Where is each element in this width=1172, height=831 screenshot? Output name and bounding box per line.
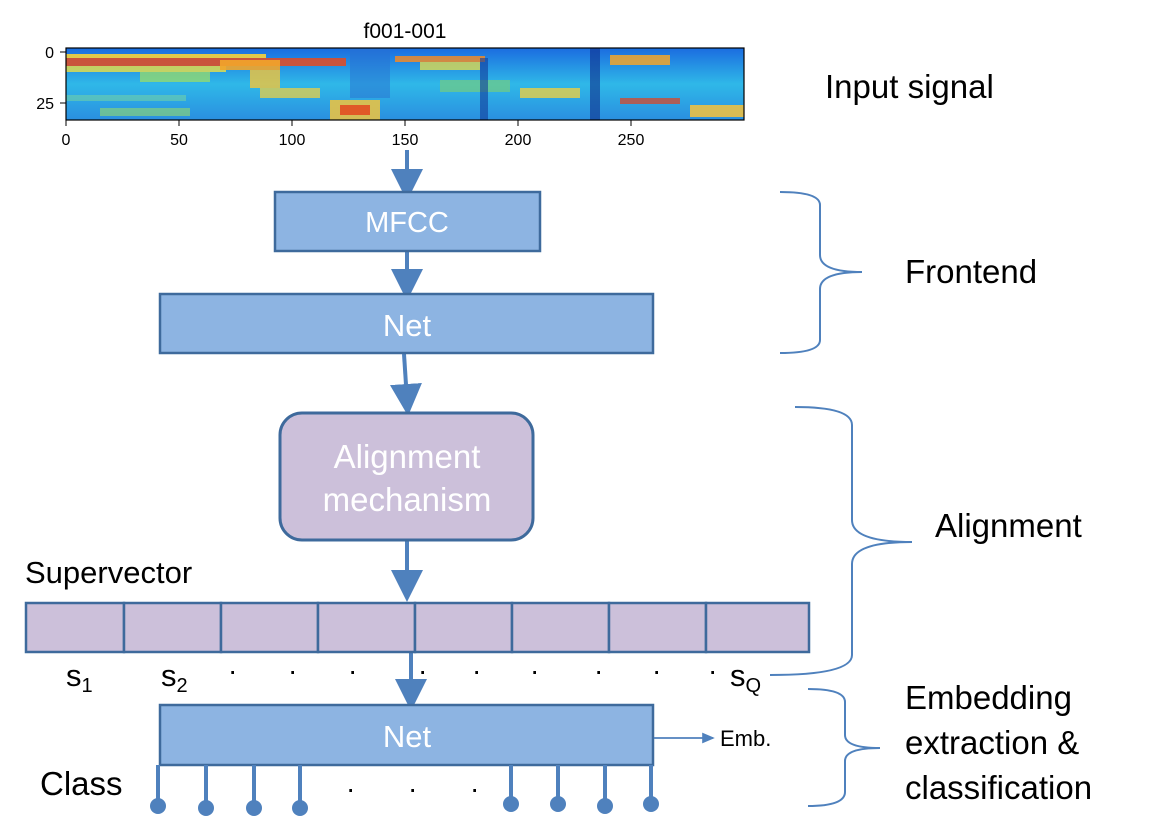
- class-output-node: [503, 796, 519, 812]
- class-outputs: [150, 765, 659, 816]
- ellipsis-dot: ·: [346, 773, 355, 804]
- x-tick-label: 150: [392, 132, 419, 149]
- embedding-label-2: extraction &: [905, 724, 1079, 761]
- spectrogram-x-axis: 0 50 100 150 200 250: [62, 120, 645, 149]
- mfcc-block: MFCC: [273, 190, 542, 253]
- input-signal-label: Input signal: [825, 68, 994, 105]
- ellipsis-dot: ·: [652, 655, 661, 686]
- alignment-mechanism-block: Alignment mechanism: [278, 411, 535, 542]
- class-label: Class: [40, 765, 123, 802]
- arrow-to-alignment: [389, 353, 422, 416]
- emb-label: Emb.: [720, 726, 771, 751]
- ellipsis-dot: ·: [408, 773, 417, 804]
- supervector-cell: [413, 601, 514, 654]
- alignment-label: Alignment: [935, 507, 1082, 544]
- ellipsis-dot: ·: [594, 655, 603, 686]
- frontend-net-label: Net: [383, 308, 432, 343]
- spectrogram-y-axis: 0 25: [36, 45, 66, 113]
- supervector-cell: [607, 601, 708, 654]
- class-output-node: [292, 800, 308, 816]
- ellipsis-dot: ·: [470, 773, 479, 804]
- ellipsis-dot: ·: [708, 655, 717, 686]
- ellipsis-dot: ·: [472, 655, 481, 686]
- ellipsis-dot: ·: [288, 655, 297, 686]
- embedding-label-1: Embedding: [905, 679, 1072, 716]
- alignment-mechanism-label-2: mechanism: [323, 481, 492, 518]
- supervector-cell: [24, 601, 126, 654]
- spectrogram-image: [65, 47, 745, 121]
- embedding-label-3: classification: [905, 769, 1092, 806]
- alignment-mechanism-label-1: Alignment: [334, 438, 481, 475]
- supervector-sq: sQ: [730, 658, 761, 697]
- ellipsis-dot: ·: [530, 655, 539, 686]
- class-output-node: [550, 796, 566, 812]
- frontend-label: Frontend: [905, 253, 1037, 290]
- supervector-s1: s1: [66, 658, 93, 697]
- spectrogram: f001-001: [36, 20, 745, 149]
- y-tick-label: 25: [36, 96, 54, 113]
- supervector-cell: [316, 601, 417, 654]
- supervector-bar: [24, 601, 811, 654]
- supervector-ellipsis: · · · · · · · · ·: [228, 655, 717, 686]
- mfcc-label: MFCC: [365, 207, 449, 239]
- supervector-cell: [704, 601, 811, 654]
- x-tick-label: 250: [618, 132, 645, 149]
- x-tick-label: 0: [62, 132, 71, 149]
- embedding-brace: [807, 688, 881, 807]
- backend-net-block: Net: [158, 703, 655, 767]
- class-output-node: [597, 798, 613, 814]
- ellipsis-dot: ·: [228, 655, 237, 686]
- y-tick-label: 0: [45, 45, 54, 62]
- ellipsis-dot: ·: [418, 655, 427, 686]
- supervector-cell: [122, 601, 223, 654]
- supervector-cell: [219, 601, 320, 654]
- frontend-brace: [779, 191, 863, 354]
- class-output-node: [150, 798, 166, 814]
- class-ellipsis: · · ·: [346, 773, 479, 804]
- class-output-node: [643, 796, 659, 812]
- supervector-cell: [510, 601, 611, 654]
- supervector-label: Supervector: [25, 555, 192, 590]
- x-tick-label: 200: [505, 132, 532, 149]
- x-tick-label: 50: [170, 132, 188, 149]
- ellipsis-dot: ·: [348, 655, 357, 686]
- supervector-s2: s2: [161, 658, 188, 697]
- class-output-node: [198, 800, 214, 816]
- alignment-brace: [769, 406, 913, 676]
- class-output-node: [246, 800, 262, 816]
- spectrogram-title: f001-001: [364, 20, 447, 43]
- x-tick-label: 100: [279, 132, 306, 149]
- backend-net-label: Net: [383, 719, 432, 754]
- frontend-net-block: Net: [158, 292, 655, 355]
